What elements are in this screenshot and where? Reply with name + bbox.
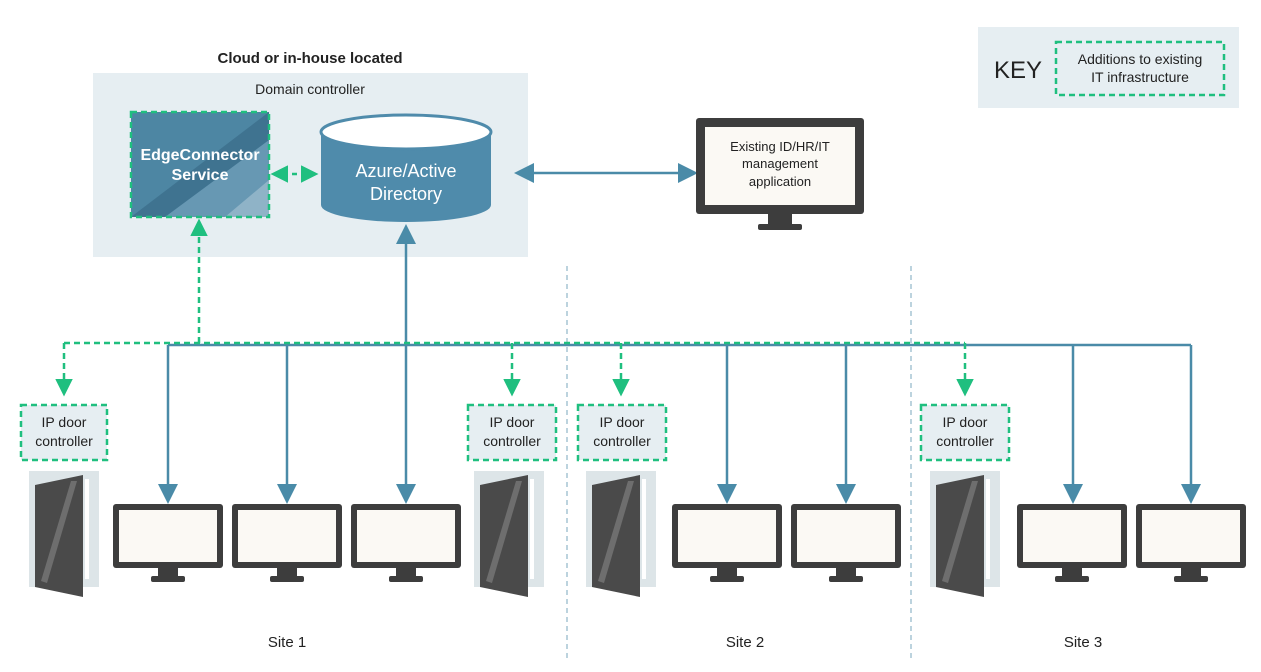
controller-line2: controller xyxy=(35,433,93,449)
existing-app-line1: Existing ID/HR/IT xyxy=(730,139,830,154)
workstation-monitor-icon xyxy=(791,504,901,582)
key-label-line1: Additions to existing xyxy=(1078,51,1203,67)
azure-active-directory-database: Azure/Active Directory xyxy=(319,113,493,222)
legend-key: KEY Additions to existing IT infrastruct… xyxy=(978,27,1239,108)
monitor-drops xyxy=(158,345,1201,504)
ip-door-controller: IP door controller xyxy=(576,403,668,462)
directory-line1: Azure/Active xyxy=(355,161,456,181)
existing-management-app-monitor: Existing ID/HR/IT management application xyxy=(696,118,864,230)
site-1-label: Site 1 xyxy=(268,634,306,651)
site-3-label: Site 3 xyxy=(1064,634,1102,651)
workstation-monitor-icon xyxy=(232,504,342,582)
workstation-monitor-icon xyxy=(1017,504,1127,582)
existing-app-line2: management xyxy=(742,156,818,171)
edgeconnector-line2: Service xyxy=(172,167,229,184)
controller-line1: IP door xyxy=(943,414,988,430)
workstation-monitor-icon xyxy=(1136,504,1246,582)
workstation-monitor-icon xyxy=(351,504,461,582)
controller-line1: IP door xyxy=(42,414,87,430)
door-icon xyxy=(586,471,656,597)
door-icon xyxy=(930,471,1000,597)
directory-line2: Directory xyxy=(370,184,442,204)
key-title: KEY xyxy=(994,57,1042,84)
cloud-title: Cloud or in-house located xyxy=(217,50,402,67)
controller-line2: controller xyxy=(593,433,651,449)
controller-line2: controller xyxy=(483,433,541,449)
controller-line1: IP door xyxy=(600,414,645,430)
controller-line1: IP door xyxy=(490,414,535,430)
ip-door-controller: IP door controller xyxy=(919,403,1011,462)
controller-line2: controller xyxy=(936,433,994,449)
door-icon xyxy=(29,471,99,597)
edgeconnector-service: EdgeConnector Service xyxy=(129,110,271,219)
site-2-label: Site 2 xyxy=(726,634,764,651)
ip-door-controller: IP door controller xyxy=(19,403,109,462)
edgeconnector-line1: EdgeConnector xyxy=(140,147,259,164)
workstation-monitor-icon xyxy=(672,504,782,582)
ip-door-controller: IP door controller xyxy=(466,403,558,462)
existing-app-line3: application xyxy=(749,174,811,189)
key-label-line2: IT infrastructure xyxy=(1091,69,1189,85)
domain-controller-label: Domain controller xyxy=(255,81,365,97)
edgeconnector-bus xyxy=(55,218,974,397)
door-icon xyxy=(474,471,544,597)
workstation-monitor-icon xyxy=(113,504,223,582)
